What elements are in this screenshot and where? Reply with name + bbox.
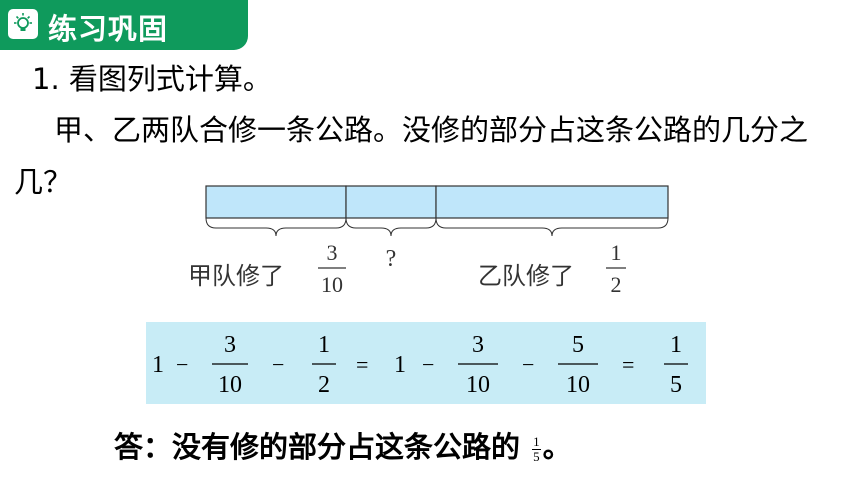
formula-f1-den: 10	[218, 372, 242, 398]
formula-eq-b: =	[622, 352, 634, 377]
bar-segment-a	[205, 185, 347, 219]
frac-a-num: 3	[327, 240, 338, 265]
label-unknown: ?	[386, 246, 397, 272]
frac-b-den: 2	[611, 272, 622, 297]
formula-f2-num: 1	[318, 332, 330, 358]
label-team-b: 乙队修了	[478, 262, 574, 290]
formula-f1-num: 3	[224, 332, 236, 358]
answer-period: 。	[542, 430, 572, 464]
frac-b-num: 1	[611, 240, 622, 265]
formula-f3-den: 10	[466, 372, 490, 398]
formula-f3-num: 3	[472, 332, 484, 358]
question-body: 甲、乙两队合修一条公路。没修的部分占这条公路的几分之几？	[14, 113, 809, 199]
bar-segment-unknown	[345, 185, 437, 219]
formula-f5-den: 5	[670, 372, 682, 398]
lightbulb-icon	[8, 9, 38, 39]
answer-line: 答：没有修的部分占这条公路的 1 5 。	[114, 424, 572, 466]
bar-segment-b	[435, 185, 669, 219]
answer-frac-num: 1	[532, 433, 541, 450]
formula-minus-c: −	[422, 352, 434, 377]
formula-f4-num: 5	[572, 332, 584, 358]
brace-b	[435, 217, 669, 237]
question-title: 1. 看图列式计算。	[32, 62, 272, 96]
label-team-a: 甲队修了	[188, 262, 284, 290]
frac-a-den: 10	[321, 272, 343, 297]
formula-minus-a: −	[176, 352, 188, 377]
formula-f2-den: 2	[318, 372, 330, 398]
formula-box: 1 − 3 10 − 1 2 = 1 − 3 10 − 5 10 = 1 5	[146, 322, 706, 404]
formula-one-b: 1	[394, 352, 406, 378]
segment-diagram: 甲队修了 3 10 ? 乙队修了 1 2	[188, 185, 669, 297]
answer-text: 答：没有修的部分占这条公路的	[114, 430, 521, 464]
formula-f4-den: 10	[566, 372, 590, 398]
brace-unknown	[345, 217, 437, 237]
brace-a	[205, 217, 347, 237]
formula-one-a: 1	[152, 352, 164, 378]
formula-f5-num: 1	[670, 332, 682, 358]
section-banner: 练习巩固	[0, 0, 248, 50]
formula-eq-a: =	[356, 352, 368, 377]
answer-frac-den: 5	[533, 448, 540, 464]
formula-minus-b: −	[272, 352, 284, 377]
answer-fraction: 1 5	[532, 433, 541, 464]
section-title: 练习巩固	[48, 12, 169, 46]
formula-minus-d: −	[522, 352, 534, 377]
